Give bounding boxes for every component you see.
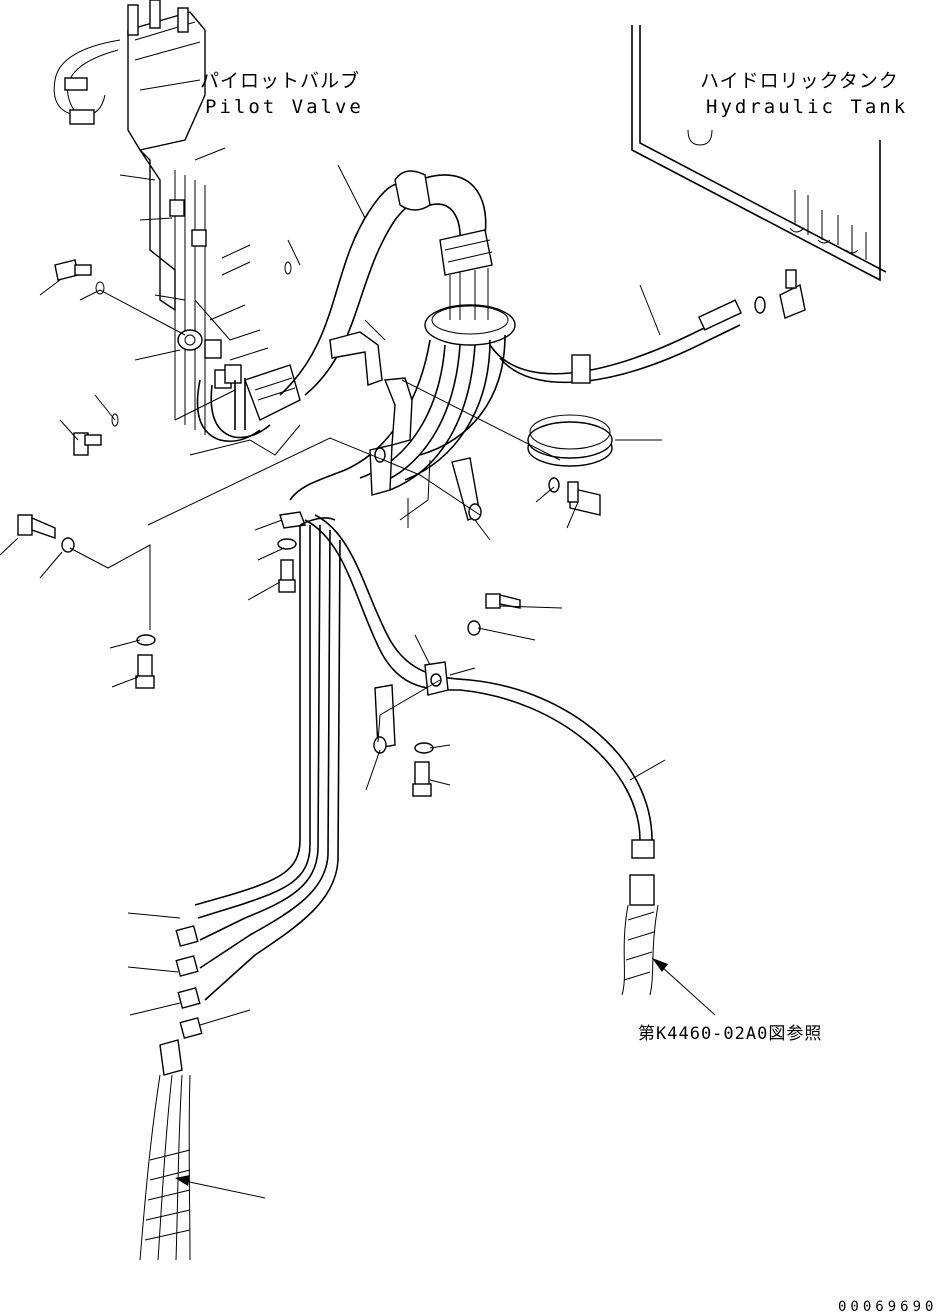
bolts-washers-upper: [54, 259, 601, 516]
main-hose-bundle: [194, 517, 341, 1001]
suction-hose: [279, 170, 493, 396]
leader-lines: [0, 147, 716, 1199]
pilot-valve-fittings: [169, 170, 301, 443]
bolts-washers-left: [17, 514, 297, 689]
tank-cover-plate: [527, 414, 613, 467]
hydraulic-tank-outline: [631, 25, 887, 282]
drain-hose: [489, 269, 806, 384]
drawing-code: 00069690: [838, 1299, 937, 1315]
hydraulic-tank-label-en: Hydraulic Tank: [706, 96, 908, 118]
lower-fittings: [175, 925, 203, 1039]
pilot-valve-label-en: Pilot Valve: [205, 96, 364, 118]
pilot-valve-label-jp: パイロットバルブ: [200, 69, 360, 92]
tank-flange: [424, 268, 516, 346]
reference-note: 第K4460-02A0図参照: [638, 1024, 822, 1044]
lower-braided-hoses: [139, 1039, 191, 1261]
crossover-hose: [304, 514, 659, 996]
hydraulic-tank-label-jp: ハイドロリックタンク: [700, 70, 899, 92]
brackets-clamps: [279, 331, 482, 529]
arrowheads: [175, 958, 668, 1186]
pilot-valve: [53, 0, 206, 312]
